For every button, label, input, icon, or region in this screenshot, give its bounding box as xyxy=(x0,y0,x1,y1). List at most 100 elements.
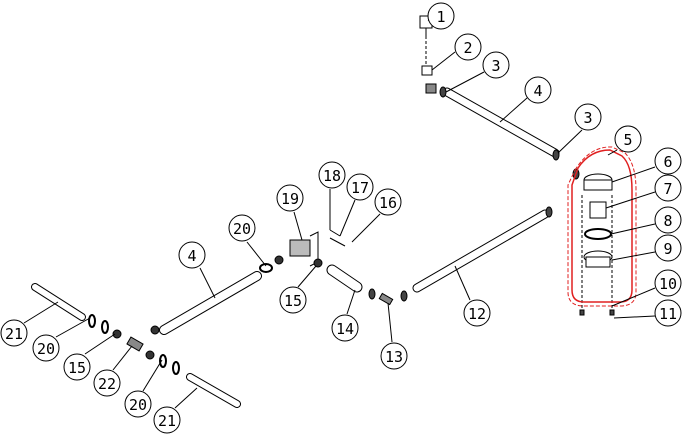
callout-10: 10 xyxy=(654,269,682,297)
callout-12: 12 xyxy=(463,299,491,327)
callout-circle xyxy=(654,269,682,297)
callout-circle xyxy=(574,103,602,131)
callout-circle xyxy=(153,406,181,434)
callout-number: 2 xyxy=(463,39,472,57)
callout-circle xyxy=(463,299,491,327)
callout-20: 20 xyxy=(32,334,60,362)
callout-21: 21 xyxy=(0,319,28,347)
callout-number: 10 xyxy=(659,275,677,293)
callout-14: 14 xyxy=(331,314,359,342)
callout-4: 4 xyxy=(178,241,206,269)
callout-circle xyxy=(380,342,408,370)
callout-number: 21 xyxy=(5,325,23,343)
callout-number: 17 xyxy=(351,179,369,197)
callout-circle xyxy=(178,241,206,269)
callout-number: 4 xyxy=(533,82,542,100)
callout-22: 22 xyxy=(93,369,121,397)
callout-number: 7 xyxy=(663,180,672,198)
callout-circle xyxy=(32,334,60,362)
callout-number: 4 xyxy=(187,247,196,265)
callout-number: 16 xyxy=(379,194,397,212)
tee-part-22 xyxy=(126,336,144,352)
callouts: 1234356789101112131415161718192042120152… xyxy=(0,2,682,434)
callout-number: 21 xyxy=(158,412,176,430)
callout-8: 8 xyxy=(654,206,682,234)
callout-circle xyxy=(654,174,682,202)
callout-number: 13 xyxy=(385,348,403,366)
callout-circle xyxy=(346,173,374,201)
callout-16: 16 xyxy=(374,188,402,216)
callout-2: 2 xyxy=(454,33,482,61)
callout-number: 3 xyxy=(491,57,500,75)
callout-circle xyxy=(63,353,91,381)
callout-number: 3 xyxy=(583,109,592,127)
callout-circle xyxy=(93,369,121,397)
fittings xyxy=(88,15,637,375)
callout-11: 11 xyxy=(654,299,682,327)
pipe-part-4-mid xyxy=(159,271,262,335)
pipe-part-14 xyxy=(326,264,363,293)
callout-circle xyxy=(374,188,402,216)
callout-circle xyxy=(654,234,682,262)
callout-13: 13 xyxy=(380,342,408,370)
pipe-part-21-lower xyxy=(186,373,241,408)
callout-21: 21 xyxy=(153,406,181,434)
callout-circle xyxy=(331,314,359,342)
callout-9: 9 xyxy=(654,234,682,262)
callout-3: 3 xyxy=(574,103,602,131)
callout-circle xyxy=(276,184,304,212)
o-ring-part-8 xyxy=(584,228,612,240)
callout-17: 17 xyxy=(346,173,374,201)
pipe-part-21-left xyxy=(31,283,86,321)
callout-6: 6 xyxy=(654,147,682,175)
pipe-part-12 xyxy=(412,209,550,293)
callout-18: 18 xyxy=(318,161,346,189)
callout-number: 12 xyxy=(468,305,486,323)
callout-number: 20 xyxy=(129,396,147,414)
callout-7: 7 xyxy=(654,174,682,202)
callout-circle xyxy=(454,33,482,61)
leader-lines xyxy=(23,19,656,409)
callout-circle xyxy=(279,286,307,314)
pipe-part-4-top xyxy=(442,87,560,158)
callout-number: 15 xyxy=(68,359,86,377)
callout-5: 5 xyxy=(614,125,642,153)
callout-number: 9 xyxy=(663,240,672,258)
callout-circle xyxy=(427,2,455,30)
callout-number: 22 xyxy=(98,375,116,393)
callout-number: 19 xyxy=(281,190,299,208)
callout-20: 20 xyxy=(124,390,152,418)
callout-1: 1 xyxy=(427,2,455,30)
filter-highlight-part-5 xyxy=(571,149,633,303)
callout-20: 20 xyxy=(228,214,256,242)
callout-15: 15 xyxy=(63,353,91,381)
elbow-part-2 xyxy=(421,65,433,76)
callout-circle xyxy=(0,319,28,347)
callout-circle xyxy=(654,147,682,175)
callout-circle xyxy=(614,125,642,153)
callout-4: 4 xyxy=(524,76,552,104)
callout-number: 8 xyxy=(663,212,672,230)
callout-circle xyxy=(482,51,510,79)
callout-circle xyxy=(228,214,256,242)
callout-circle xyxy=(524,76,552,104)
callout-number: 6 xyxy=(663,153,672,171)
callout-number: 20 xyxy=(37,340,55,358)
pipes xyxy=(31,87,560,408)
callout-circle xyxy=(318,161,346,189)
filter-element-part-7 xyxy=(589,201,607,219)
callout-number: 18 xyxy=(323,167,341,185)
valve-part-19 xyxy=(289,239,311,257)
callout-number: 5 xyxy=(623,131,632,149)
callout-number: 20 xyxy=(233,220,251,238)
callout-3: 3 xyxy=(482,51,510,79)
callout-15: 15 xyxy=(279,286,307,314)
callout-number: 15 xyxy=(284,292,302,310)
callout-circle xyxy=(654,206,682,234)
callout-circle xyxy=(654,299,682,327)
callout-number: 14 xyxy=(336,320,354,338)
callout-number: 11 xyxy=(659,305,677,323)
callout-circle xyxy=(124,390,152,418)
callout-19: 19 xyxy=(276,184,304,212)
